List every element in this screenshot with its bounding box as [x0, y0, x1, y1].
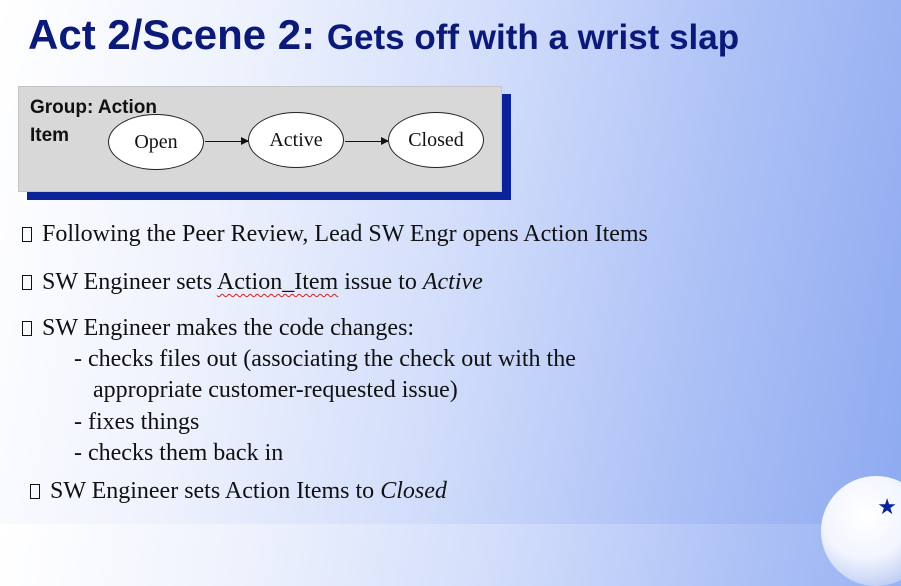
state-diagram-panel: Group: Action Item Open Active Closed	[18, 86, 502, 192]
transition-arrow-open-active	[205, 137, 249, 145]
square-bullet-icon	[30, 484, 40, 499]
bullet-text-pre: SW Engineer sets	[42, 269, 217, 295]
star-icon: ★	[877, 494, 897, 519]
bullet-text: Following the Peer Review, Lead SW Engr …	[42, 221, 648, 247]
bullet-text-pre: SW Engineer sets Action Items to	[50, 478, 381, 504]
bullet-text: SW Engineer makes the code changes:	[42, 315, 415, 341]
bullet-text-emphasis: Closed	[380, 478, 447, 504]
state-active: Active	[248, 112, 344, 168]
sub-item-check-out: - checks files out (associating the chec…	[74, 346, 576, 372]
square-bullet-icon	[22, 321, 32, 336]
bullet-text-emphasis: Active	[422, 269, 483, 295]
square-bullet-icon	[22, 227, 32, 242]
square-bullet-icon	[22, 275, 32, 290]
state-open: Open	[108, 114, 204, 170]
sub-item-check-in: - checks them back in	[74, 440, 284, 466]
group-label-line-1: Group: Action	[30, 97, 157, 118]
bullet-text-mid: issue to	[338, 269, 423, 295]
group-label: Group: Action Item	[30, 94, 157, 150]
transition-arrow-active-closed	[345, 137, 389, 145]
title-main: Act 2/Scene 2:	[28, 11, 327, 58]
state-closed: Closed	[388, 112, 484, 168]
slide-title: Act 2/Scene 2: Gets off with a wrist sla…	[28, 14, 739, 56]
group-label-line-2: Item	[30, 125, 70, 146]
bullet-set-active: SW Engineer sets Action_Item issue to Ac…	[22, 268, 483, 296]
sub-item-check-out-continued: appropriate customer-requested issue)	[93, 377, 458, 403]
bullet-peer-review: Following the Peer Review, Lead SW Engr …	[22, 220, 648, 248]
title-subtitle: Gets off with a wrist slap	[326, 18, 740, 57]
spellcheck-term: Action_Item	[216, 269, 339, 295]
sub-item-fixes: - fixes things	[74, 409, 200, 435]
bullet-code-changes: SW Engineer makes the code changes:	[22, 314, 414, 342]
bullet-set-closed: SW Engineer sets Action Items to Closed	[30, 477, 447, 505]
corner-globe-decoration	[821, 476, 901, 586]
